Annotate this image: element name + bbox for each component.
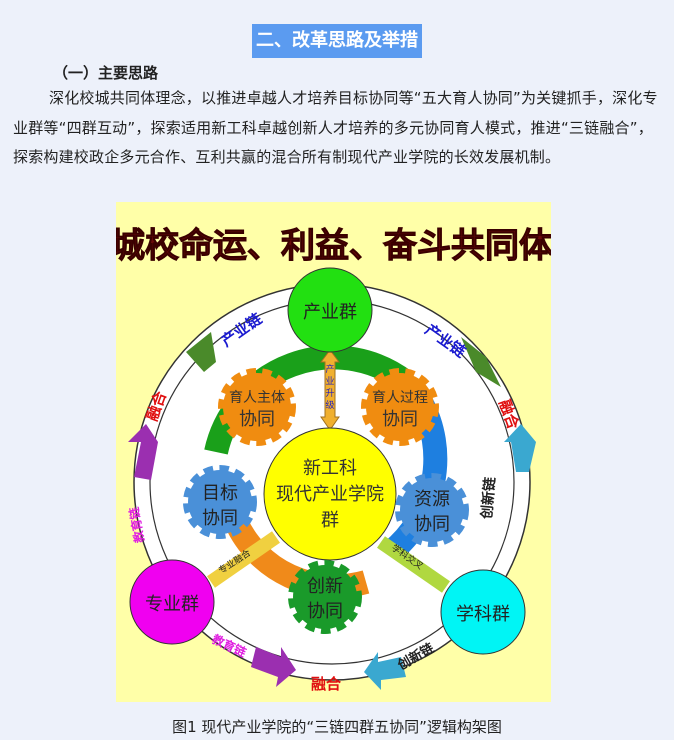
gear-goal: 目标 协同	[183, 465, 257, 539]
gear-process-label-1: 育人过程	[372, 390, 428, 406]
gear-resource-label-2: 协同	[414, 514, 450, 535]
discipline-group-circle	[440, 569, 526, 655]
industry-group-circle	[287, 267, 373, 353]
gear-resource: 资源 协同	[395, 473, 469, 547]
gear-subject-label-2: 协同	[239, 409, 275, 430]
industry-chain-arrow-left	[186, 332, 216, 372]
gear-subject-label-1: 育人主体	[229, 390, 285, 406]
center-circle	[263, 427, 397, 561]
upgrade-arrow	[320, 349, 340, 431]
body-paragraph: 深化校城共同体理念，以推进卓越人才培养目标协同等“五大育人协同”为关键抓手，深化…	[13, 89, 658, 166]
upgrade-label-4: 级	[325, 399, 334, 411]
gear-innovation-label-1: 创新	[307, 576, 343, 597]
gear-goal-label-1: 目标	[202, 483, 238, 504]
upgrade-label-3: 升	[325, 388, 334, 399]
innovation-chain-arrow-right	[504, 424, 536, 472]
education-chain-label-left: 教育链	[126, 505, 147, 545]
education-chain-arrow-left	[128, 424, 158, 480]
industry-chain-arrow-right	[461, 337, 501, 387]
education-chain-arrow-bottom	[251, 647, 296, 687]
gear-process-label-2: 协同	[382, 409, 418, 430]
subsection-title: （一）主要思路	[53, 64, 159, 82]
fusion-label-bottom: 融合	[311, 675, 342, 693]
innovation-chain-arrow-bottom	[364, 652, 406, 690]
gear-resource-label-1: 资源	[414, 489, 450, 510]
center-label-2: 现代产业学院	[276, 484, 384, 505]
innovation-chain-label-right: 创新链	[478, 475, 499, 520]
framework-figure: 城校命运、利益、奋斗共同体 产业链 产业链 融合 融合 教育链 创新链 教育链 …	[111, 202, 554, 702]
gear-subject: 育人主体 协同	[218, 368, 296, 446]
upgrade-label-2: 业	[325, 376, 334, 387]
gear-goal-label-2: 协同	[202, 508, 238, 529]
industry-group-label: 产业群	[303, 302, 357, 323]
major-fusion-arrow	[207, 531, 280, 588]
cross-discipline-arrow	[377, 536, 450, 593]
major-group-circle	[129, 559, 215, 645]
discipline-group-label: 学科群	[456, 604, 510, 625]
gear-process: 育人过程 协同	[361, 368, 439, 446]
upgrade-label-1: 产	[325, 363, 334, 375]
major-group-label: 专业群	[145, 594, 199, 615]
gear-innovation: 创新 协同	[288, 560, 362, 634]
gear-innovation-label-2: 协同	[307, 601, 343, 622]
figure-title: 城校命运、利益、奋斗共同体	[116, 226, 551, 266]
figure-caption: 图1 现代产业学院的“三链四群五协同”逻辑构架图	[172, 718, 502, 736]
center-label-3: 群	[321, 510, 339, 531]
center-label-1: 新工科	[303, 458, 357, 479]
section-title: 二、改革思路及举措	[252, 24, 422, 58]
